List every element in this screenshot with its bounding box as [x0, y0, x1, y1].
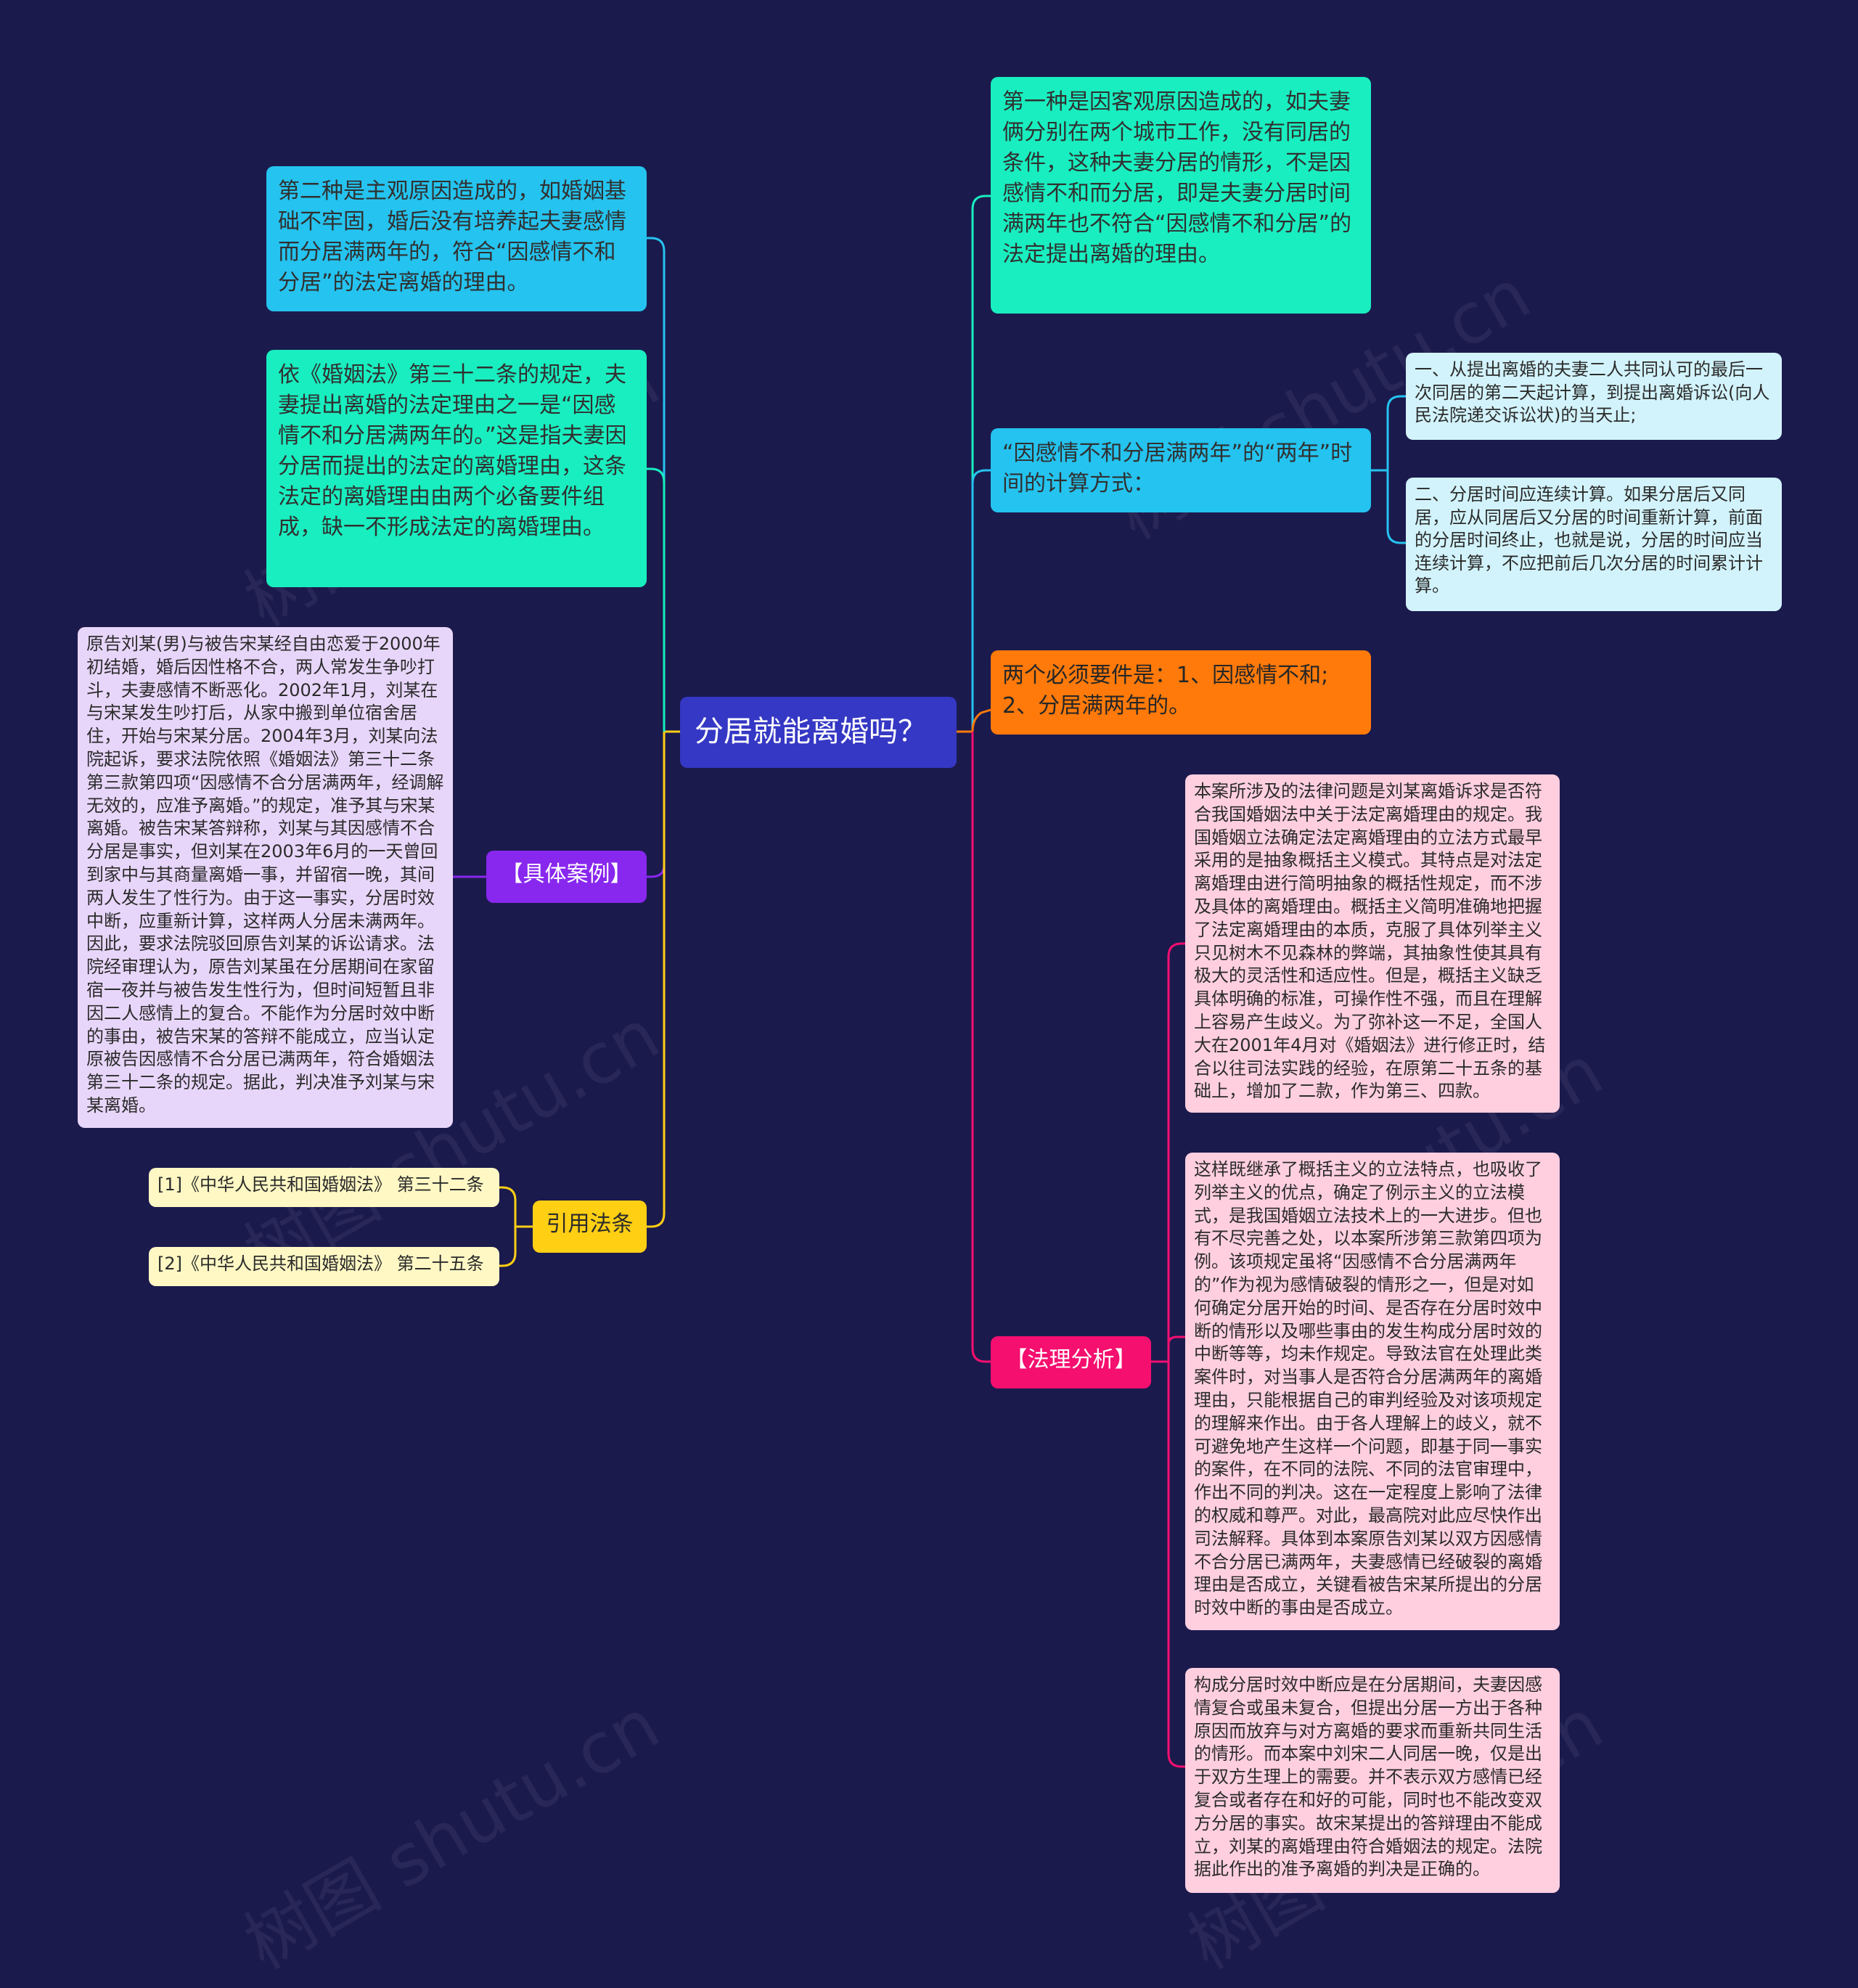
- link-first-kind: [971, 195, 991, 732]
- node-calc-2[interactable]: 二、分居时间应连续计算。如果分居后又同居，应从同居后又分居的时间重新计算，前面的…: [1406, 478, 1782, 611]
- link-second-kind: [647, 237, 666, 732]
- node-law-basis[interactable]: 依《婚姻法》第三十二条的规定，夫妻提出离婚的法定理由之一是“因感情不和分居满两年…: [266, 350, 647, 587]
- link-analysis-3: [1167, 1362, 1185, 1768]
- node-cite-label[interactable]: 引用法条: [533, 1200, 647, 1253]
- node-calc-method-text: “因感情不和分居满两年”的“两年”时间的计算方式：: [1002, 441, 1353, 496]
- node-analysis-3-text: 构成分居时效中断应是在分居期间，夫妻因感情复合或虽未复合，但提出分居一方出于各种…: [1194, 1674, 1542, 1880]
- node-first-kind-text: 第一种是因客观原因造成的，如夫妻俩分别在两个城市工作，没有同居的条件，这种夫妻分…: [1002, 89, 1352, 267]
- link-calc-method: [971, 469, 991, 732]
- node-case-label-text: 【具体案例】: [501, 862, 632, 887]
- node-calc-2-text: 二、分居时间应连续计算。如果分居后又同居，应从同居后又分居的时间重新计算，前面的…: [1415, 484, 1763, 596]
- node-cite-1-text: [1]《中华人民共和国婚姻法》 第三十二条: [157, 1174, 484, 1195]
- node-analysis-1-text: 本案所涉及的法律问题是刘某离婚诉求是否符合我国婚姻法中关于法定离婚理由的规定。我…: [1194, 781, 1546, 1102]
- root-topic-text: 分居就能离婚吗？: [695, 715, 927, 748]
- node-requirements-text: 两个必须要件是：1、因感情不和;2、分居满两年的。: [1002, 663, 1329, 719]
- node-case-label[interactable]: 【具体案例】: [486, 851, 647, 903]
- link-cite-2: [499, 1227, 517, 1267]
- node-analysis-label-text: 【法理分析】: [1005, 1347, 1137, 1373]
- link-analysis: [971, 732, 991, 1363]
- node-law-basis-text: 依《婚姻法》第三十二条的规定，夫妻提出离婚的法定理由之一是“因感情不和分居满两年…: [278, 362, 627, 540]
- node-calc-1-text: 一、从提出离婚的夫妻二人共同认可的最后一次同居的第二天起计算，到提出离婚诉讼(向…: [1415, 359, 1770, 425]
- link-cite-label: [647, 732, 666, 1228]
- node-analysis-2[interactable]: 这样既继承了概括主义的立法特点，也吸收了列举主义的优点，确定了例示主义的立法模式…: [1185, 1153, 1560, 1630]
- link-calc-1: [1371, 395, 1406, 472]
- link-case-label: [647, 732, 666, 878]
- link-calc-2: [1386, 470, 1406, 544]
- node-cite-label-text: 引用法条: [546, 1211, 634, 1237]
- link-requirements: [971, 708, 991, 732]
- node-case-text[interactable]: 原告刘某(男)与被告宋某经自由恋爱于2000年初结婚，婚后因性格不合，两人常发生…: [78, 627, 453, 1128]
- link-analysis-1: [1151, 942, 1185, 1363]
- node-calc-method[interactable]: “因感情不和分居满两年”的“两年”时间的计算方式：: [991, 428, 1371, 512]
- root-topic[interactable]: 分居就能离婚吗？: [680, 697, 957, 768]
- link-cite-1: [499, 1186, 533, 1228]
- node-calc-1[interactable]: 一、从提出离婚的夫妻二人共同认可的最后一次同居的第二天起计算，到提出离婚诉讼(向…: [1406, 353, 1782, 440]
- node-requirements[interactable]: 两个必须要件是：1、因感情不和;2、分居满两年的。: [991, 650, 1371, 735]
- node-second-kind-text: 第二种是主观原因造成的，如婚姻基础不牢固，婚后没有培养起夫妻感情而分居满两年的，…: [278, 179, 626, 295]
- node-analysis-1[interactable]: 本案所涉及的法律问题是刘某离婚诉求是否符合我国婚姻法中关于法定离婚理由的规定。我…: [1185, 774, 1560, 1113]
- node-cite-2[interactable]: [2]《中华人民共和国婚姻法》 第二十五条: [149, 1247, 499, 1286]
- node-case-text-text: 原告刘某(男)与被告宋某经自由恋爱于2000年初结婚，婚后因性格不合，两人常发生…: [86, 634, 444, 1116]
- node-analysis-3[interactable]: 构成分居时效中断应是在分居期间，夫妻因感情复合或虽未复合，但提出分居一方出于各种…: [1185, 1668, 1560, 1893]
- node-cite-1[interactable]: [1]《中华人民共和国婚姻法》 第三十二条: [149, 1168, 499, 1207]
- link-analysis-2: [1167, 1335, 1185, 1362]
- link-law-basis: [647, 467, 666, 732]
- node-analysis-label[interactable]: 【法理分析】: [991, 1336, 1151, 1388]
- node-second-kind[interactable]: 第二种是主观原因造成的，如婚姻基础不牢固，婚后没有培养起夫妻感情而分居满两年的，…: [266, 166, 647, 311]
- node-first-kind[interactable]: 第一种是因客观原因造成的，如夫妻俩分别在两个城市工作，没有同居的条件，这种夫妻分…: [991, 77, 1371, 314]
- node-analysis-2-text: 这样既继承了概括主义的立法特点，也吸收了列举主义的优点，确定了例示主义的立法模式…: [1194, 1159, 1542, 1619]
- node-cite-2-text: [2]《中华人民共和国婚姻法》 第二十五条: [157, 1253, 484, 1274]
